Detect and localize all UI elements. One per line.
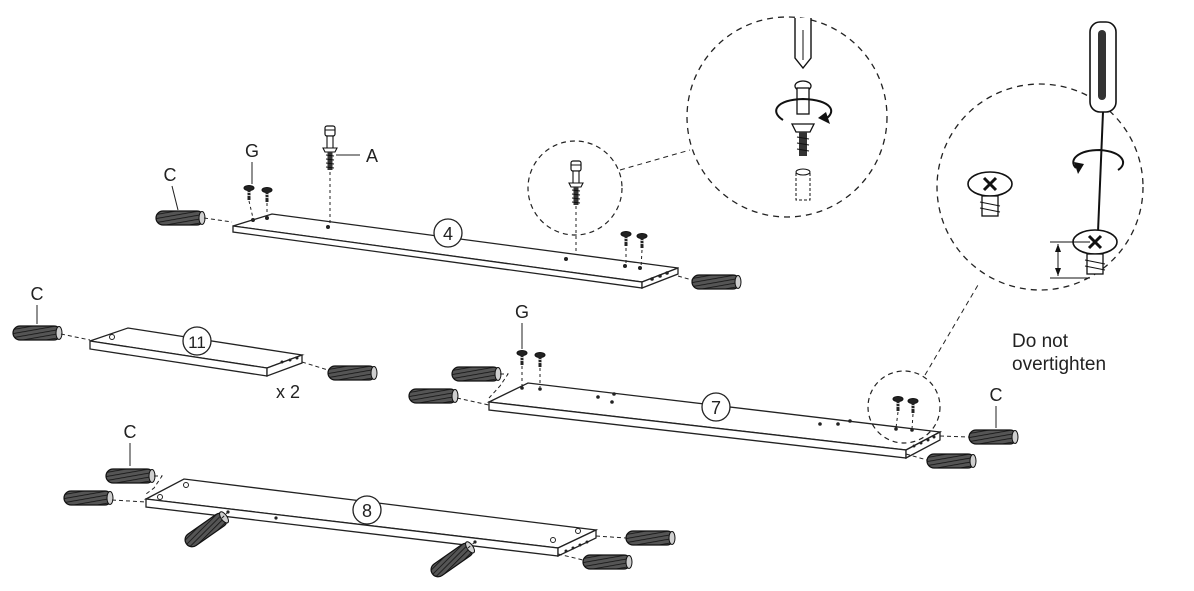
part-number-7-badge	[701, 392, 731, 422]
part-number-11-badge	[182, 326, 212, 356]
screw-icon	[516, 350, 528, 366]
cam-bolt-icon	[568, 160, 584, 206]
warning-line-1: Do not	[1012, 331, 1068, 352]
height-dimension-icon	[1050, 241, 1090, 279]
overtighten-warning: Do not overtighten	[1012, 330, 1106, 376]
rotate-arrow-icon	[1072, 148, 1125, 171]
detail-callout-cam-bolt	[686, 16, 888, 218]
label-c-right: C	[990, 385, 1003, 405]
screwdriver-icon	[794, 18, 812, 70]
detail-callout-screw	[936, 83, 1144, 291]
screw-icon	[243, 185, 255, 201]
cam-bolt-icon	[322, 125, 338, 171]
board-11: 11	[89, 326, 305, 377]
dowel-icon	[926, 453, 977, 469]
board-7: 7	[486, 382, 943, 460]
board-4: 4	[232, 213, 679, 289]
screw-icon	[1072, 229, 1118, 275]
label-a: A	[366, 146, 378, 166]
part-number-7: 7	[711, 398, 721, 418]
rotate-arrow-icon	[775, 97, 833, 121]
warning-line-2: overtighten	[1012, 354, 1107, 375]
screw-icon	[636, 233, 648, 249]
dowel-icon	[408, 388, 459, 404]
dowel-icon	[105, 468, 156, 484]
part-number-8: 8	[362, 501, 372, 521]
dowel-icon	[968, 429, 1019, 445]
cam-bolt-icon	[790, 80, 816, 201]
label-c-left: C	[31, 284, 44, 304]
screw-icon	[534, 352, 546, 368]
detail-callout-board-7	[867, 370, 941, 444]
dowel-icon	[12, 325, 63, 341]
dowel-icon	[451, 366, 502, 382]
part-number-11: 11	[188, 333, 206, 352]
screw-icon	[620, 231, 632, 247]
dowel-icon	[63, 490, 114, 506]
dowel-icon	[691, 274, 742, 290]
part-number-4-badge	[433, 218, 463, 248]
board-8: 8	[143, 478, 599, 558]
label-g-top: G	[245, 141, 259, 161]
quantity-label: x 2	[276, 382, 300, 402]
screw-icon	[261, 187, 273, 203]
dowel-icon	[327, 365, 378, 381]
label-g-middle: G	[515, 302, 529, 322]
screwdriver-icon	[1089, 21, 1117, 233]
detail-callout-small	[527, 140, 623, 236]
dowel-icon	[625, 530, 676, 546]
screw-icon	[967, 171, 1013, 217]
dowel-icon	[155, 210, 206, 226]
part-number-4: 4	[443, 224, 453, 244]
screw-icon	[892, 396, 904, 412]
dowel-icon	[181, 509, 232, 551]
label-c-top: C	[164, 165, 177, 185]
label-c-bottom: C	[124, 422, 137, 442]
dowel-icon	[427, 539, 478, 581]
part-number-8-badge	[352, 495, 382, 525]
dowel-icon	[582, 554, 633, 570]
screw-icon	[907, 398, 919, 414]
